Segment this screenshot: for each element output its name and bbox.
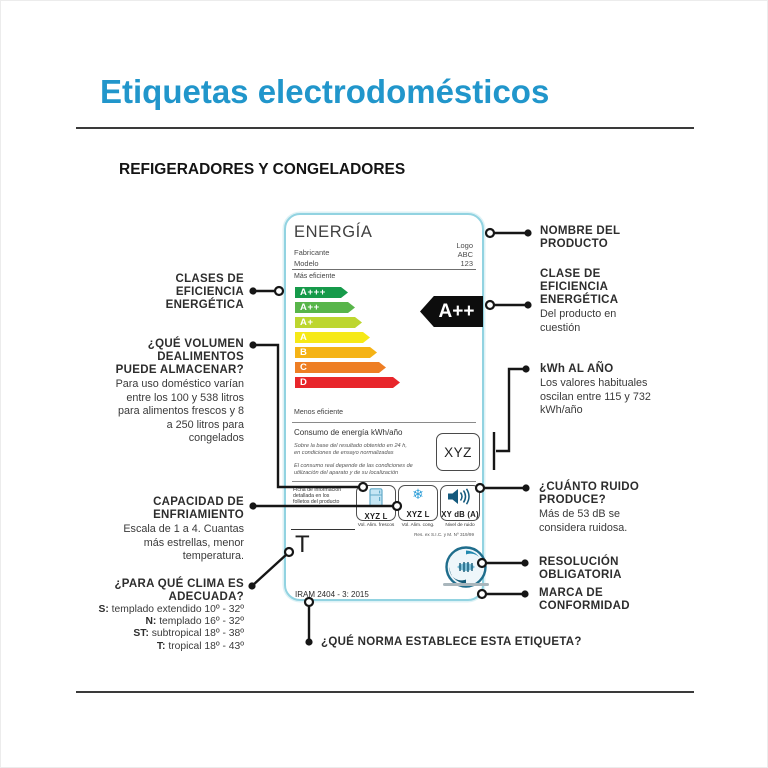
consumption-note-1: Sobre la base del resultado obtenido en … — [294, 443, 407, 456]
dot-climate — [248, 582, 256, 590]
callout-efficiency-classes: CLASES DE EFICIENCIA ENERGÉTICA — [166, 273, 244, 312]
label-header-rule — [292, 269, 476, 270]
energy-label-title: ENERGÍA — [294, 223, 373, 241]
speaker-icon — [448, 488, 472, 510]
callout-body: Más de 53 dB se considera ruidosa. — [539, 508, 628, 534]
dot-product-name — [524, 229, 532, 237]
efficiency-bar-D: D — [295, 377, 400, 388]
climate-prefix: ST: — [133, 628, 149, 640]
freezer-volume-value: XYZ L — [406, 510, 430, 519]
dot-noise — [522, 484, 530, 492]
dot-efficiency-class — [524, 301, 532, 309]
callout-title: MARCA DE CONFORMIDAD — [539, 587, 630, 612]
iram-logo-caption-blur — [443, 583, 489, 586]
footer-divider — [76, 691, 694, 693]
climate-prefix: N: — [145, 616, 157, 628]
resolution-fine-print: Res. ex S.I.C. y M. Nº 319/99 — [414, 532, 474, 537]
dot-efficiency-classes — [249, 287, 257, 295]
brand-block: Logo ABC 123 — [456, 241, 473, 268]
noise-caption: Nivel de ruido — [445, 523, 475, 528]
label-divider-2 — [292, 481, 476, 482]
freezer-volume-box: ❄ XYZ L — [398, 485, 438, 521]
efficiency-bar-A+: A+ — [295, 317, 362, 328]
iram-logo — [444, 545, 488, 589]
callout-body: Escala de 1 a 4. Cuantas más estrellas, … — [123, 523, 244, 562]
dot-standard-question — [305, 638, 313, 646]
efficiency-bar-A+++: A+++ — [295, 287, 348, 298]
callout-conformity-mark: MARCA DE CONFORMIDAD — [539, 587, 630, 613]
model-placeholder: 123 — [460, 259, 473, 268]
efficiency-bar-A++: A++ — [295, 302, 355, 313]
consumption-value-box: XYZ — [436, 433, 480, 471]
callout-noise: ¿CUÁNTO RUIDO PRODUCE? Más de 53 dB se c… — [539, 481, 639, 535]
most-efficient-label: Más eficiente — [294, 273, 336, 280]
callout-kwh: kWh AL AÑO Los valores habituales oscila… — [540, 363, 651, 418]
header-divider — [76, 127, 694, 129]
page-title: Etiquetas electrodomésticos — [100, 73, 550, 110]
callout-product-name: NOMBRE DEL PRODUCTO — [540, 225, 620, 251]
callout-title: ¿QUÉ VOLUMEN DEALIMENTOS PUEDE ALMACENAR… — [115, 338, 244, 376]
fresh-volume-value: XYZ L — [364, 512, 388, 521]
callout-title: NOMBRE DEL PRODUCTO — [540, 225, 621, 250]
climate-text: templado 16º - 32º — [159, 616, 244, 628]
efficiency-bar-C: C — [295, 362, 386, 373]
noise-box: XY dB (A) — [440, 485, 480, 521]
callout-body: Del producto en cuestión — [540, 308, 617, 334]
info-sheet-note: Ficha de información detallada en los fo… — [293, 487, 342, 506]
freezer-volume-caption: Vol. Alim. cong. — [401, 523, 435, 528]
efficiency-bar-B: B — [295, 347, 377, 358]
fresh-volume-box: XYZ L — [356, 485, 396, 521]
consumption-note-2: El consumo real depende de las condicion… — [294, 463, 413, 476]
callout-title: ¿QUÉ NORMA ESTABLECE ESTA ETIQUETA? — [321, 636, 582, 648]
callout-title: ¿CUÁNTO RUIDO PRODUCE? — [539, 481, 640, 506]
brand-placeholder: ABC — [457, 250, 473, 259]
climate-prefix: T: — [156, 640, 166, 652]
dot-cooling — [249, 502, 257, 510]
fridge-icon — [369, 488, 383, 512]
callout-title: CLASES DE EFICIENCIA ENERGÉTICA — [165, 273, 244, 311]
callout-volume: ¿QUÉ VOLUMEN DEALIMENTOS PUEDE ALMACENAR… — [116, 338, 244, 446]
climate-prefix: S: — [98, 604, 109, 615]
callout-resolution: RESOLUCIÓN OBLIGATORIA — [539, 556, 622, 582]
fresh-volume-caption: Vol. Alim. frescos — [357, 523, 395, 528]
callout-standard-question: ¿QUÉ NORMA ESTABLECE ESTA ETIQUETA? — [321, 636, 582, 649]
dot-conformity — [521, 590, 529, 598]
section-heading: REFIGERADORES Y CONGELADORES — [119, 161, 406, 178]
energy-label: ENERGÍA Fabricante Modelo Logo ABC 123 M… — [284, 213, 489, 601]
climate-class-letter: T — [295, 531, 310, 558]
climate-text: templado extendido 10º - 32º — [111, 604, 244, 615]
callout-title: ¿PARA QUÉ CLIMA ES ADECUADA? — [114, 578, 244, 603]
logo-placeholder: Logo — [456, 241, 473, 250]
noise-value: XY dB (A) — [441, 510, 479, 519]
callout-title: kWh AL AÑO — [540, 363, 614, 375]
anchor-efficiency-classes — [273, 285, 285, 297]
model-label: Modelo — [294, 259, 319, 268]
label-divider — [292, 422, 476, 423]
callout-title: RESOLUCIÓN OBLIGATORIA — [539, 556, 622, 581]
callout-title: CLASE DE EFICIENCIA ENERGÉTICA — [540, 268, 619, 306]
callout-title: CAPACIDAD DE ENFRIAMIENTO — [153, 496, 244, 521]
anchor-product-name — [484, 227, 496, 239]
callout-body: Los valores habituales oscilan entre 115… — [540, 377, 651, 416]
consumption-heading: Consumo de energía kWh/año — [294, 428, 403, 437]
efficiency-bar-A: A — [295, 332, 370, 343]
callout-efficiency-class: CLASE DE EFICIENCIA ENERGÉTICA Del produ… — [540, 268, 618, 335]
dot-resolution — [521, 559, 529, 567]
anchor-efficiency-class — [484, 299, 496, 311]
callout-cooling-capacity: CAPACIDAD DE ENFRIAMIENTO Escala de 1 a … — [123, 496, 244, 564]
climate-text: subtropical 18º - 38º — [151, 628, 244, 640]
dot-kwh — [522, 365, 530, 373]
least-efficient-label: Menos eficiente — [294, 409, 344, 416]
callout-climate: ¿PARA QUÉ CLIMA ES ADECUADA? S: templado… — [99, 578, 245, 653]
climate-text: tropical 18º - 43º — [168, 640, 244, 652]
standard-reference: IRAM 2404 - 3: 2015 — [295, 590, 369, 599]
efficiency-class-badge: A++ — [420, 296, 483, 327]
dot-volume — [249, 341, 257, 349]
snowflake-icon: ❄ — [412, 487, 424, 503]
callout-body: Para uso doméstico varían entre los 100 … — [115, 378, 244, 444]
climate-divider — [291, 529, 355, 530]
manufacturer-label: Fabricante — [294, 248, 330, 257]
